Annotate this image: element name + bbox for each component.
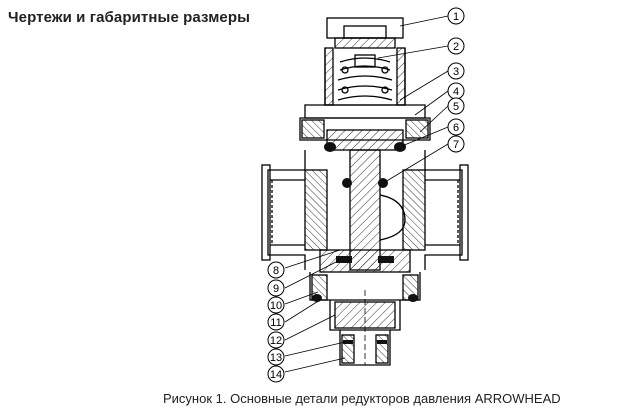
outlet-port <box>425 164 469 261</box>
leader-lines <box>284 15 449 373</box>
callout-7: 7 <box>447 135 465 153</box>
svg-text:1: 1 <box>453 11 459 23</box>
callout-6: 6 <box>447 118 465 136</box>
valve-outline <box>261 17 469 366</box>
piston-head <box>326 129 404 151</box>
page-heading: Чертежи и габаритные размеры <box>8 9 251 26</box>
svg-text:2: 2 <box>453 41 459 53</box>
callout-8: 8 <box>267 261 285 279</box>
svg-text:5: 5 <box>453 101 459 113</box>
callout-4: 4 <box>447 82 465 100</box>
svg-text:4: 4 <box>453 86 459 98</box>
valve-seat <box>319 249 411 273</box>
callout-2: 2 <box>447 37 465 55</box>
callout-5: 5 <box>447 97 465 115</box>
inlet-port <box>261 164 305 261</box>
callout-markers: 1 2 3 4 5 6 7 8 <box>267 7 465 383</box>
svg-text:8: 8 <box>273 265 279 277</box>
svg-text:9: 9 <box>273 283 279 295</box>
svg-text:13: 13 <box>270 352 282 364</box>
callout-14: 14 <box>267 365 285 383</box>
callout-10: 10 <box>267 296 285 314</box>
callout-12: 12 <box>267 331 285 349</box>
svg-text:6: 6 <box>453 122 459 134</box>
spring <box>337 57 393 101</box>
figure-caption: Рисунок 1. Основные детали редукторов да… <box>163 391 561 406</box>
svg-text:11: 11 <box>270 317 281 329</box>
callout-9: 9 <box>267 279 285 297</box>
callout-3: 3 <box>447 62 465 80</box>
svg-text:14: 14 <box>270 369 282 381</box>
svg-text:7: 7 <box>453 139 459 151</box>
svg-text:12: 12 <box>270 335 282 347</box>
top-cap <box>326 17 404 39</box>
callout-13: 13 <box>267 348 285 366</box>
callout-11: 11 <box>267 313 285 331</box>
svg-text:3: 3 <box>453 66 459 78</box>
svg-text:10: 10 <box>270 300 282 312</box>
callout-1: 1 <box>447 7 465 25</box>
